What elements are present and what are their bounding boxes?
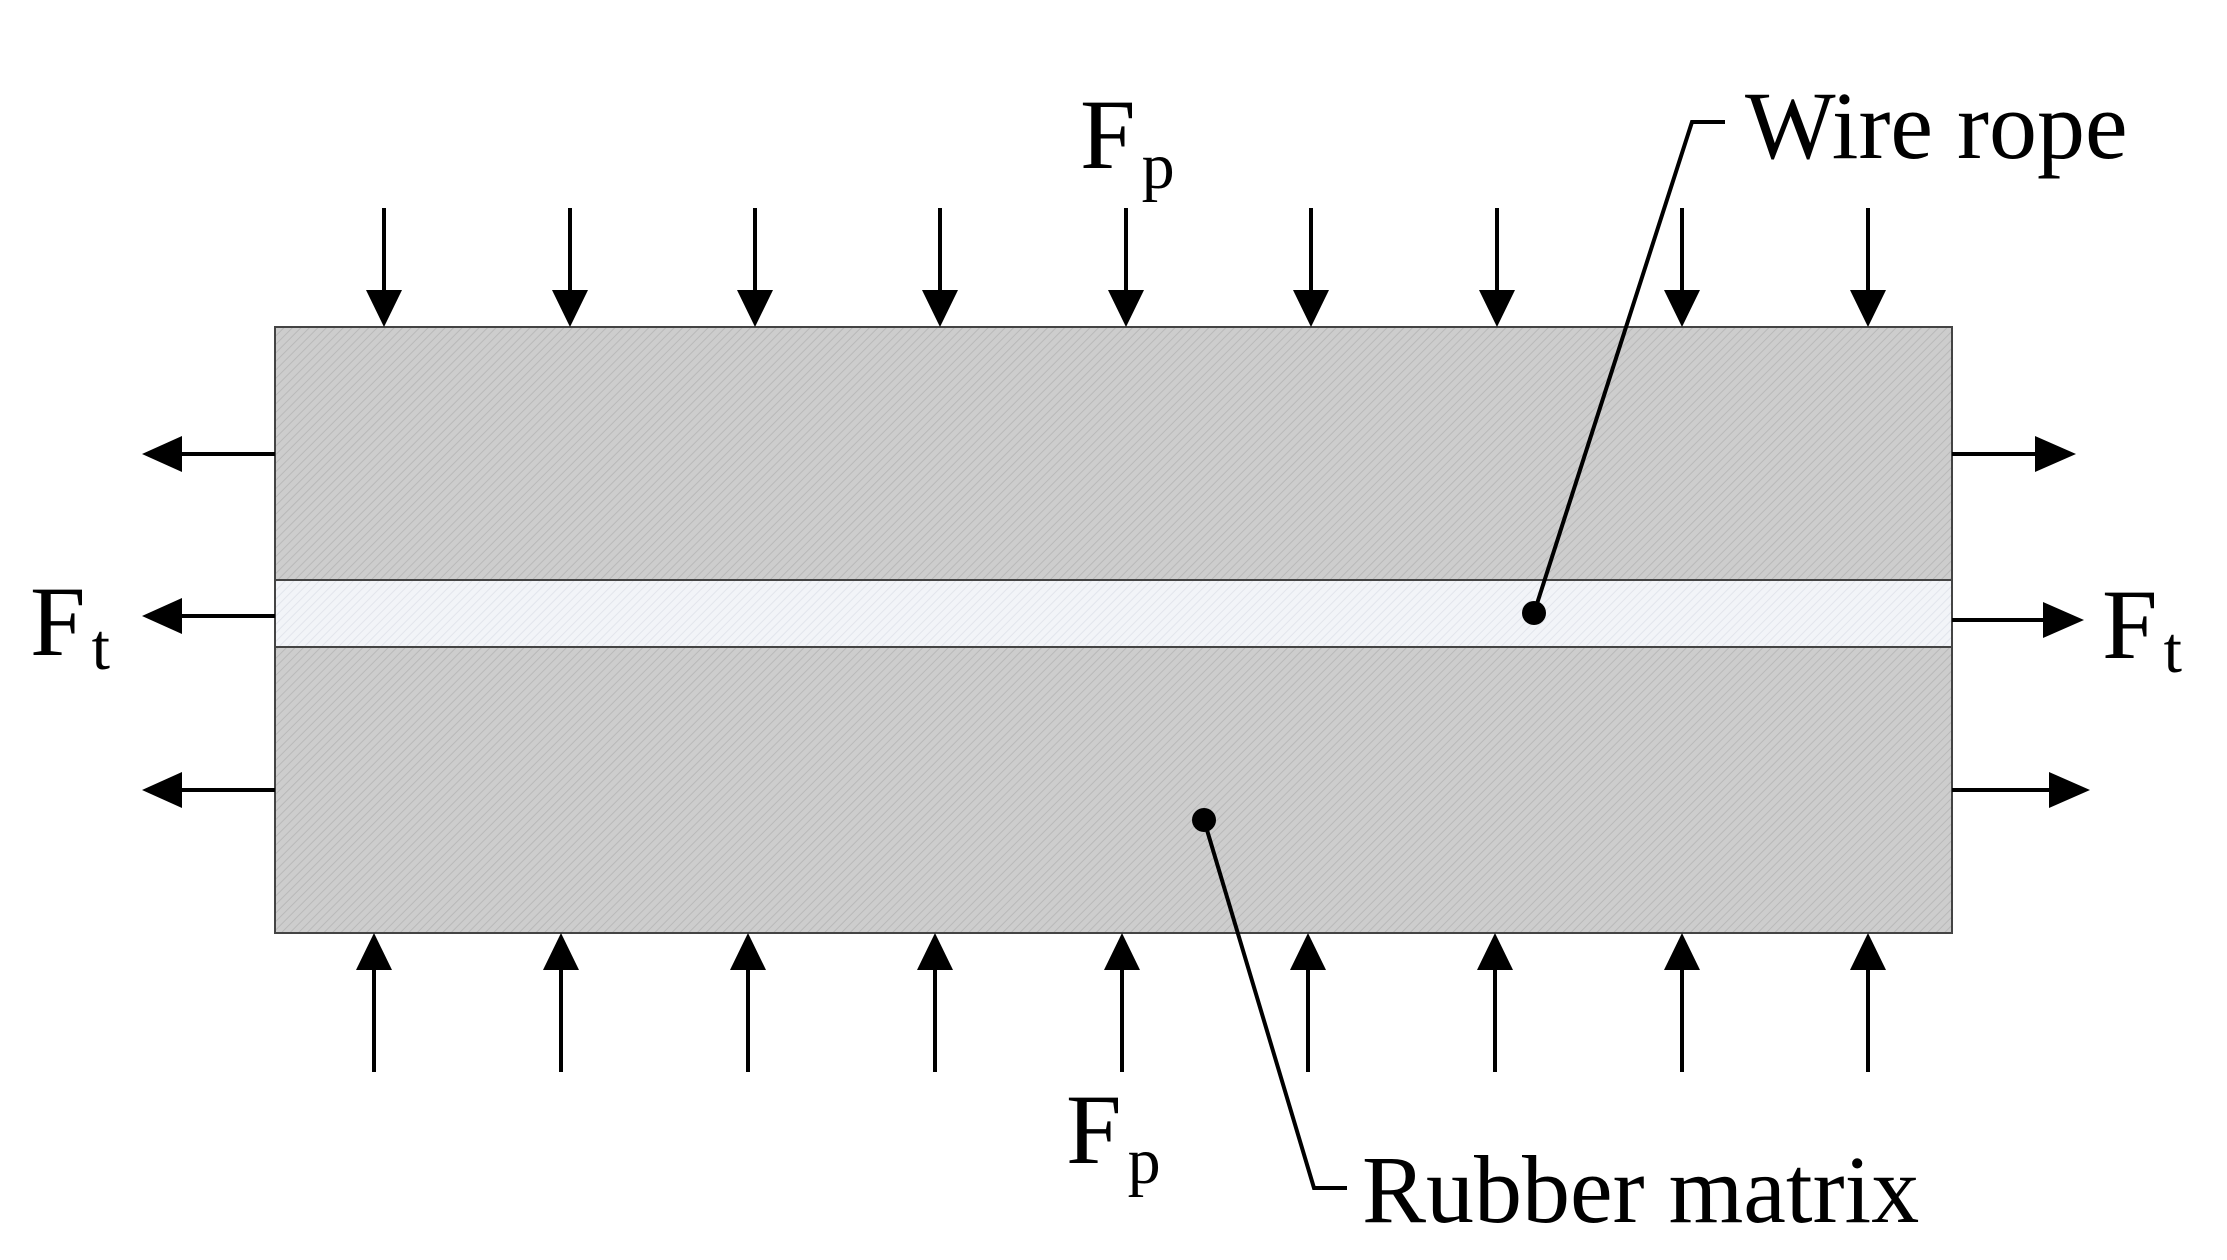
fp-top-main: F	[1080, 79, 1136, 190]
top-arrow	[737, 208, 773, 327]
right-tension-arrows	[1952, 436, 2090, 808]
wire-rope-label: Wire rope	[1745, 72, 2128, 179]
fp-bottom-main: F	[1066, 1074, 1122, 1185]
fp-top-subscript: p	[1142, 130, 1175, 203]
fp-bottom-label: Fp	[1066, 1074, 1161, 1198]
top-arrow	[922, 208, 958, 327]
top-pressure-arrows	[366, 208, 1886, 327]
ft-right-label: Ft	[2102, 569, 2182, 687]
top-arrow	[1108, 208, 1144, 327]
top-arrow	[366, 208, 402, 327]
top-arrow	[1850, 208, 1886, 327]
bottom-arrow	[356, 933, 392, 1072]
top-arrow	[552, 208, 588, 327]
left-arrow	[142, 598, 275, 634]
ft-left-label: Ft	[30, 566, 110, 684]
bottom-arrow	[1477, 933, 1513, 1072]
bottom-arrow	[543, 933, 579, 1072]
ft-right-main: F	[2102, 569, 2158, 680]
left-tension-arrows	[142, 436, 275, 808]
bottom-arrow	[1104, 933, 1140, 1072]
bottom-arrow	[1664, 933, 1700, 1072]
bottom-pressure-arrows	[356, 933, 1886, 1072]
fp-bottom-subscript: p	[1128, 1125, 1161, 1198]
ft-right-subscript: t	[2164, 614, 2182, 687]
ft-left-main: F	[30, 566, 86, 677]
rubber-matrix-label: Rubber matrix	[1362, 1136, 1919, 1243]
left-arrow	[142, 436, 275, 472]
top-arrow	[1479, 208, 1515, 327]
bottom-arrow	[1290, 933, 1326, 1072]
right-arrow	[1952, 436, 2076, 472]
rubber-matrix-leader	[1192, 808, 1347, 1190]
bottom-arrow	[730, 933, 766, 1072]
rubber-matrix-marker	[1192, 808, 1216, 832]
bottom-arrow	[1850, 933, 1886, 1072]
left-arrow	[142, 772, 275, 808]
wire-rope-strip	[274, 579, 1953, 648]
right-arrow	[1952, 602, 2084, 638]
right-arrow	[1952, 772, 2090, 808]
top-arrow	[1664, 208, 1700, 327]
wire-rope-leader	[1522, 120, 1725, 625]
top-arrow	[1293, 208, 1329, 327]
wire-rope-marker	[1522, 601, 1546, 625]
ft-left-subscript: t	[92, 611, 110, 684]
bottom-arrow	[917, 933, 953, 1072]
fp-top-label: Fp	[1080, 79, 1175, 203]
